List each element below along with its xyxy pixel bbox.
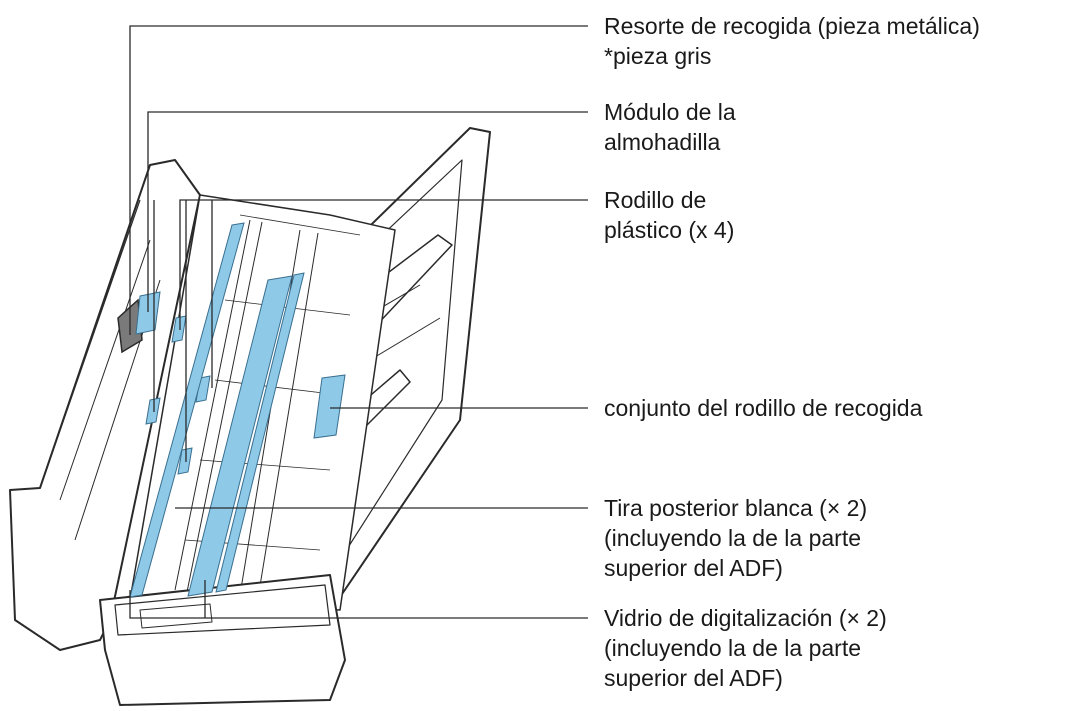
label-white-back-strip: Tira posterior blanca (× 2) (incluyendo …: [604, 493, 867, 583]
label-line: Vidrio de digitalización (× 2): [604, 605, 887, 631]
label-pick-spring: Resorte de recogida (pieza metálica) *pi…: [604, 11, 980, 71]
plastic-roller-part-4: [177, 447, 193, 475]
scanning-glass-part-2: [215, 272, 305, 593]
label-line: superior del ADF): [604, 555, 783, 581]
label-pad-module: Módulo de la almohadilla: [604, 97, 736, 157]
plastic-roller-part-1: [171, 315, 187, 343]
leader-plastic-roller: [153, 199, 588, 462]
leader-pad-module: [147, 111, 588, 312]
leader-lines: [129, 25, 588, 619]
label-line: *pieza gris: [604, 43, 712, 69]
label-line: almohadilla: [604, 129, 721, 155]
label-scanning-glass: Vidrio de digitalización (× 2) (incluyen…: [604, 603, 887, 693]
label-line: (incluyendo la de la parte: [604, 635, 861, 661]
label-line: Tira posterior blanca (× 2): [604, 495, 868, 521]
label-line: conjunto del rodillo de recogida: [604, 395, 923, 421]
pick-roller-part: [313, 374, 346, 439]
label-line: plástico (x 4): [604, 217, 735, 243]
label-line: Módulo de la: [604, 99, 736, 125]
leader-scanning-glass: [129, 580, 588, 619]
plastic-roller-part-3: [145, 397, 161, 425]
label-line: superior del ADF): [604, 665, 783, 691]
label-pick-roller-assembly: conjunto del rodillo de recogida: [604, 393, 922, 423]
front-tray: [99, 574, 346, 706]
leader-pick-spring: [129, 25, 588, 335]
white-strip-part-1: [129, 222, 245, 598]
label-plastic-roller: Rodillo de plástico (x 4): [604, 185, 734, 245]
label-line: Resorte de recogida (pieza metálica): [604, 13, 980, 39]
scanning-glass-part-1: [187, 275, 293, 597]
label-line: (incluyendo la de la parte: [604, 525, 861, 551]
label-line: Rodillo de: [604, 187, 707, 213]
